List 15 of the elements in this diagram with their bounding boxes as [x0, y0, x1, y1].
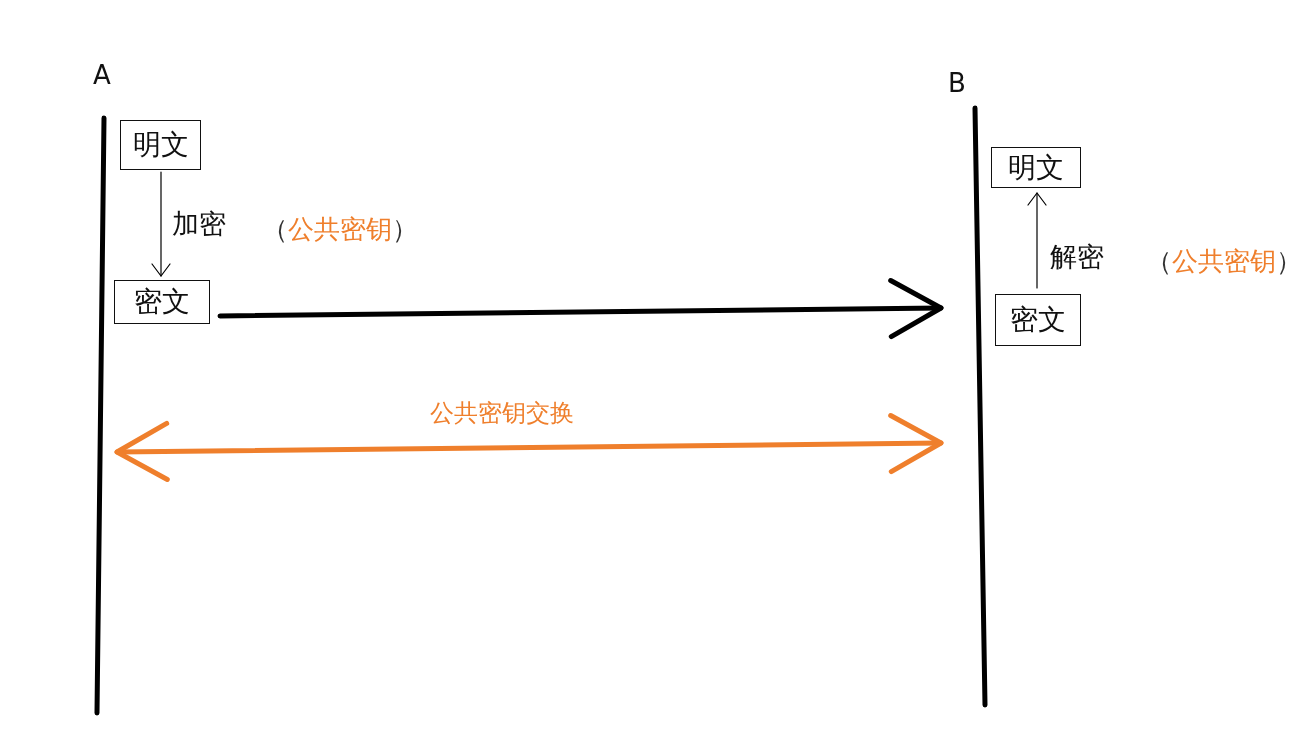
arrow	[217, 278, 944, 340]
message-box: 明文	[120, 120, 201, 170]
message-box: 密文	[114, 280, 210, 324]
message-box: 明文	[991, 147, 1081, 188]
key-note: （公共密钥）	[1146, 247, 1296, 277]
edge-label: 加密	[172, 208, 226, 240]
arrow	[1027, 192, 1047, 289]
double-arrow	[114, 413, 944, 482]
edge-label: 解密	[1050, 241, 1104, 273]
arrow	[151, 171, 171, 277]
message-box: 密文	[995, 294, 1081, 346]
participant-label: B	[948, 70, 966, 96]
participant-label: A	[93, 62, 111, 88]
key-note: （公共密钥）	[262, 215, 418, 245]
edge-label: 公共密钥交换	[430, 400, 574, 428]
